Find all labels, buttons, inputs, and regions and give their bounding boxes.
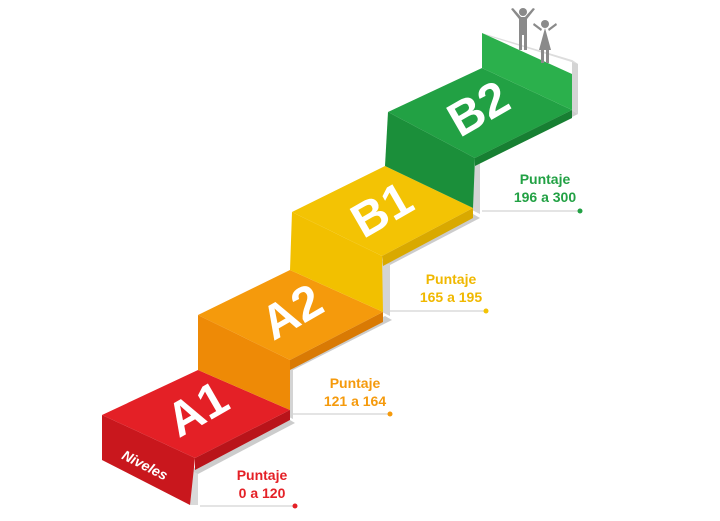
score-range: 196 a 300 (513, 189, 577, 205)
score-label-a2: Puntaje 121 a 164 (310, 374, 400, 410)
dot-b1 (483, 308, 489, 314)
step-a1 (102, 370, 290, 505)
leader-lines (200, 210, 580, 507)
score-range: 0 a 120 (238, 485, 286, 501)
score-label-b1: Puntaje 165 a 195 (406, 270, 496, 306)
score-range: 165 a 195 (419, 289, 483, 305)
score-title: Puntaje (329, 375, 381, 391)
score-label-a1: Puntaje 0 a 120 (222, 466, 302, 502)
step-a2 (198, 270, 383, 410)
dot-a2 (387, 411, 393, 417)
score-title: Puntaje (425, 271, 477, 287)
step-b1 (290, 166, 473, 312)
dot-a1 (292, 503, 298, 509)
score-title: Puntaje (519, 171, 571, 187)
score-range: 121 a 164 (323, 393, 387, 409)
step-b2 (385, 33, 572, 208)
score-label-b2: Puntaje 196 a 300 (500, 170, 590, 206)
score-title: Puntaje (236, 467, 288, 483)
people-icon (511, 8, 557, 63)
dot-b2 (577, 208, 583, 214)
